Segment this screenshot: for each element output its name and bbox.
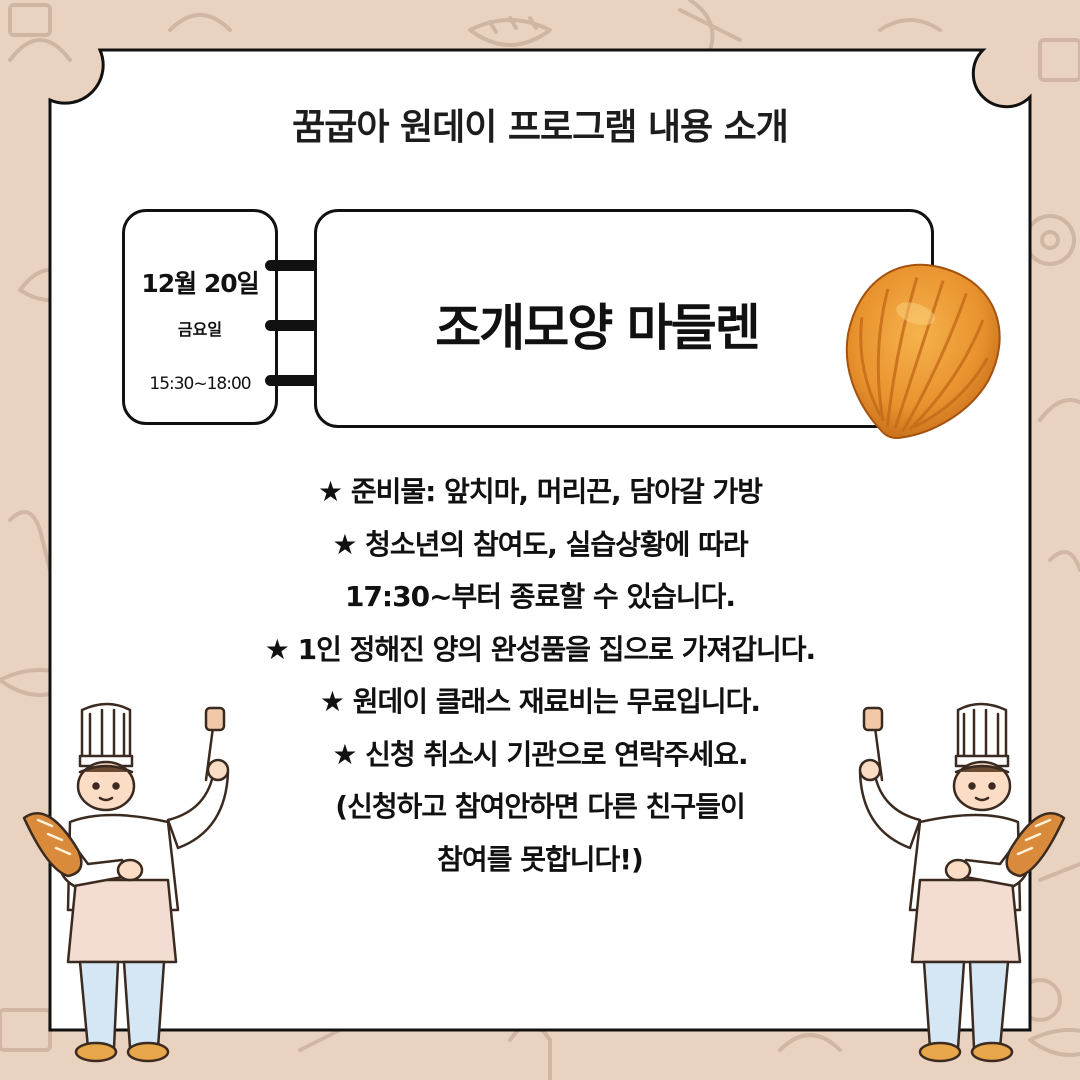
class-card: 조개모양 마들렌 bbox=[314, 209, 934, 428]
schedule-weekday: 금요일 bbox=[177, 320, 223, 339]
binder-ring bbox=[265, 320, 327, 331]
note-line: ★ 신청 취소시 기관으로 연락주세요. bbox=[332, 737, 748, 771]
note-line: ★ 원데이 클래스 재료비는 무료입니다. bbox=[319, 685, 761, 718]
notes-list: ★ 준비물: 앞치마, 머리끈, 담아갈 가방 ★ 청소년의 참여도, 실습상황… bbox=[0, 466, 1080, 886]
page-title: 꿈굽아 원데이 프로그램 내용 소개 bbox=[292, 107, 789, 148]
note-line: 참여를 못합니다!) bbox=[437, 842, 644, 876]
binder-ring bbox=[265, 260, 327, 271]
binder-ring bbox=[265, 375, 327, 386]
madeleine-icon bbox=[845, 263, 1001, 439]
note-line: (신청하고 참여안하면 다른 친구들이 bbox=[335, 790, 745, 823]
schedule-card: 12월 20일 금요일 15:30~18:00 bbox=[122, 209, 278, 425]
note-line: ★ 1인 정해진 양의 완성품을 집으로 가져갑니다. bbox=[264, 632, 816, 666]
note-line: 17:30~부터 종료할 수 있습니다. bbox=[344, 580, 736, 613]
class-name: 조개모양 마들렌 bbox=[435, 299, 760, 357]
schedule-time: 15:30~18:00 bbox=[149, 374, 251, 394]
chef-icon bbox=[858, 702, 1066, 1063]
note-line: ★ 청소년의 참여도, 실습상황에 따라 bbox=[332, 527, 748, 561]
chef-icon bbox=[22, 702, 230, 1063]
note-line: ★ 준비물: 앞치마, 머리끈, 담아갈 가방 bbox=[318, 475, 763, 508]
schedule-date: 12월 20일 bbox=[141, 269, 259, 298]
